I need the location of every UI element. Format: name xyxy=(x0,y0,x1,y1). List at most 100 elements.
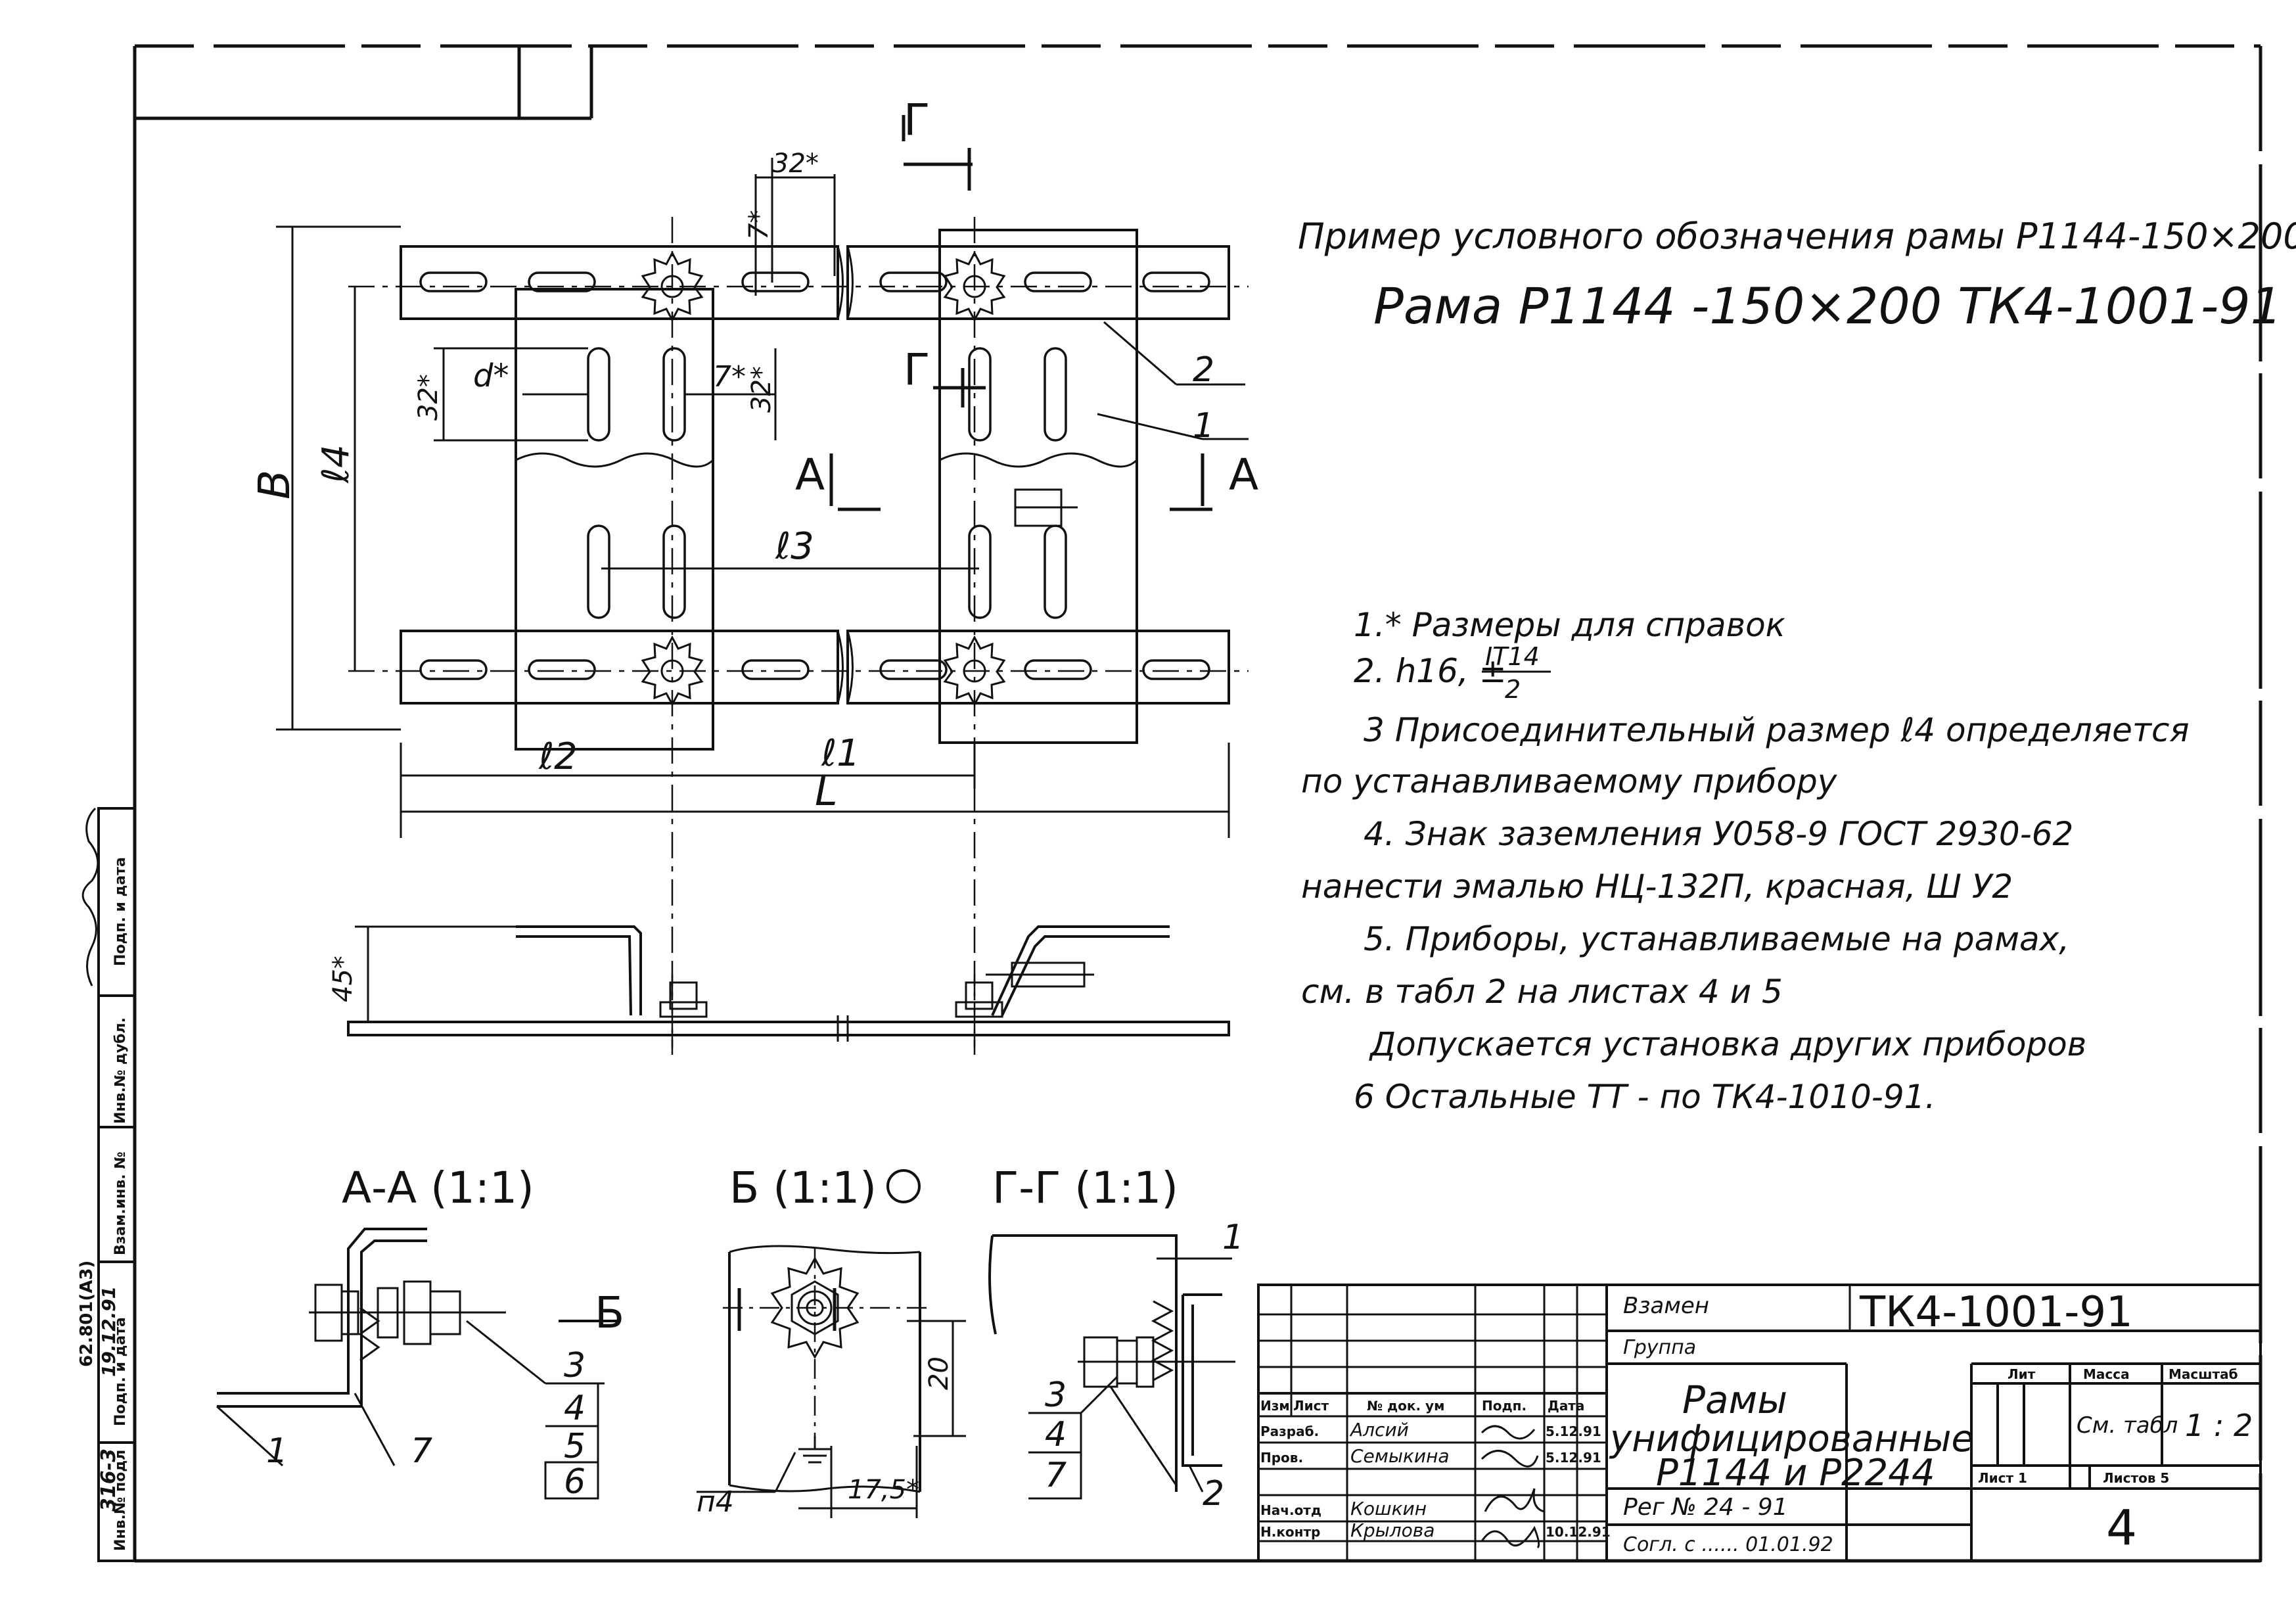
callout-2: 2 xyxy=(1193,350,1214,390)
dim-32-left: 32* xyxy=(413,374,444,421)
dim-7-mid: 7* xyxy=(713,360,746,394)
dim-n4: п4 xyxy=(697,1485,734,1519)
dim-B: B xyxy=(249,470,300,499)
dim-7-top: 7* xyxy=(744,210,774,240)
tb-reg: Рег № 24 - 91 xyxy=(1623,1494,1788,1521)
plan-dimensions xyxy=(276,158,1230,1518)
tb-sogl: Согл. с ...... 01.01.92 xyxy=(1623,1533,1833,1556)
callout-aa-7: 7 xyxy=(411,1431,432,1471)
tb-row-role: Разраб. xyxy=(1260,1423,1319,1439)
callout-gg-7: 7 xyxy=(1045,1456,1067,1495)
callout-aa-1: 1 xyxy=(266,1431,288,1471)
callout-gg-1: 1 xyxy=(1222,1218,1244,1257)
side-elevation xyxy=(347,925,1230,1055)
dim-l4: ℓ4 xyxy=(315,444,357,484)
side-stamp-podp-data-top: Подп. и дата xyxy=(112,857,129,966)
dim-32-top: 32* xyxy=(772,149,819,179)
tb-massa-val: См. табл xyxy=(2077,1412,2178,1439)
tb-page-no: 4 xyxy=(2106,1500,2137,1556)
dim-20: 20 xyxy=(924,1356,954,1390)
plan-view xyxy=(348,217,1249,1052)
note-5: 5. Приборы, устанавливаемые на рамах, xyxy=(1364,920,2069,958)
note-5-allow: Допускается установка других приборов xyxy=(1369,1025,2086,1063)
title-block: Взамен Группа ТК4-1001-91 Рамы унифициро… xyxy=(1257,1284,2262,1562)
callout-aa-6: 6 xyxy=(564,1462,585,1502)
label-b-arrow: Б xyxy=(595,1287,624,1338)
dim-45: 45* xyxy=(328,956,358,1002)
label-a-right: А xyxy=(1229,450,1258,500)
tb-vzamen: Взамен xyxy=(1623,1293,1709,1319)
tb-row-role: Нач.отд xyxy=(1260,1502,1321,1518)
text-labels: Пример условного обозначения рамы Р1144-… xyxy=(249,95,2296,1519)
section-gg-title: Г-Г (1:1) xyxy=(992,1163,1178,1213)
tb-row-name: Крылова xyxy=(1350,1519,1435,1541)
dim-17-5: 17,5* xyxy=(848,1475,919,1505)
note-1: 1.* Размеры для справок xyxy=(1354,606,1785,644)
rail-slots xyxy=(419,271,1210,680)
note-6: 6 Остальные ТТ - по ТК4-1010-91. xyxy=(1354,1078,1935,1116)
note-3-cont: по устанавливаемому прибору xyxy=(1301,762,1838,800)
section-aa-title: А-А (1:1) xyxy=(342,1163,534,1213)
example-note-line2: Рама Р1144 -150×200 ТК4-1001-91 xyxy=(1373,277,2282,335)
tb-row-name: Кошкин xyxy=(1350,1498,1427,1519)
note-5-cont: см. в табл 2 на листах 4 и 5 xyxy=(1301,973,1783,1011)
side-stamp: Подп. и дата Инв.№ дубл. Взам.инв. № Под… xyxy=(77,807,136,1562)
section-b xyxy=(697,1169,933,1493)
callout-aa-5: 5 xyxy=(564,1427,585,1466)
view-circle-icon xyxy=(886,1169,921,1203)
star-nut-icon xyxy=(770,1256,860,1360)
tb-col-podp: Подп. xyxy=(1482,1398,1527,1414)
label-g-mid: Г xyxy=(904,344,930,395)
section-gg xyxy=(988,1234,1235,1500)
dim-l3: ℓ3 xyxy=(775,525,814,568)
tb-title-1: Рамы xyxy=(1682,1377,1787,1422)
section-aa xyxy=(216,1228,618,1500)
tb-row-name: Семыкина xyxy=(1350,1445,1450,1467)
callout-gg-3: 3 xyxy=(1045,1376,1067,1415)
tb-title-3: Р1144 и Р2244 xyxy=(1656,1452,1935,1494)
callout-aa-4: 4 xyxy=(564,1389,585,1428)
tb-listov: Листов 5 xyxy=(2103,1470,2169,1486)
side-stamp-val1: 316-3 xyxy=(97,1448,120,1512)
dim-32-right: 32* xyxy=(746,366,777,413)
side-stamp-inv-dubl: Инв.№ дубл. xyxy=(112,1017,129,1124)
side-stamp-val2: 19.12.91 xyxy=(98,1286,120,1377)
dim-l2: ℓ2 xyxy=(538,735,578,778)
callout-aa-3: 3 xyxy=(564,1346,585,1385)
tb-col-doc: № док. ум xyxy=(1367,1398,1444,1414)
note-3: 3 Присоединительный размер ℓ4 определяет… xyxy=(1364,711,2190,749)
dim-d-star: d* xyxy=(473,358,509,394)
tb-row-date: 5.12.91 xyxy=(1546,1450,1601,1466)
tb-lit: Лит xyxy=(2008,1366,2036,1382)
tb-row-date: 10.12.91 xyxy=(1546,1524,1611,1540)
section-b-title: Б (1:1) xyxy=(729,1163,877,1213)
tb-col-izm: Изм xyxy=(1260,1398,1290,1414)
side-stamp-inv-podl: Инв.№ подл xyxy=(112,1450,129,1551)
section-markers xyxy=(737,115,1249,1331)
example-note-line1: Пример условного обозначения рамы Р1144-… xyxy=(1298,216,2296,257)
callout-gg-4: 4 xyxy=(1045,1415,1067,1454)
tb-col-list: Лист xyxy=(1293,1398,1329,1414)
label-g-top: Г xyxy=(904,95,930,145)
label-a-left: А xyxy=(795,450,825,500)
callout-1: 1 xyxy=(1193,406,1214,446)
tb-masshtab: Масштаб xyxy=(2169,1366,2238,1382)
tb-list: Лист 1 xyxy=(1978,1470,2027,1486)
tb-massa: Масса xyxy=(2083,1366,2130,1382)
note-2-numerator: IT14 xyxy=(1485,642,1540,671)
tb-row-role: Н.контр xyxy=(1260,1524,1320,1540)
side-stamp-code: 62.801(А3) xyxy=(77,1261,97,1367)
dim-L: L xyxy=(815,767,838,815)
ground-symbol-icon xyxy=(798,1436,831,1464)
note-2-denominator: 2 xyxy=(1505,675,1521,704)
dim-l1: ℓ1 xyxy=(821,732,860,775)
tb-row-date: 5.12.91 xyxy=(1546,1423,1601,1439)
tb-scale-val: 1 : 2 xyxy=(2185,1408,2253,1443)
callout-gg-2: 2 xyxy=(1203,1474,1224,1514)
signatures xyxy=(1481,1425,1545,1549)
tb-row-role: Пров. xyxy=(1260,1450,1303,1466)
tb-gruppa: Группа xyxy=(1623,1336,1696,1359)
tb-row-name: Алсий xyxy=(1349,1419,1409,1441)
note-4-cont: нанести эмалью НЦ-132П, красная, Ш У2 xyxy=(1301,868,2013,906)
side-stamp-vzam-inv: Взам.инв. № xyxy=(112,1151,129,1255)
